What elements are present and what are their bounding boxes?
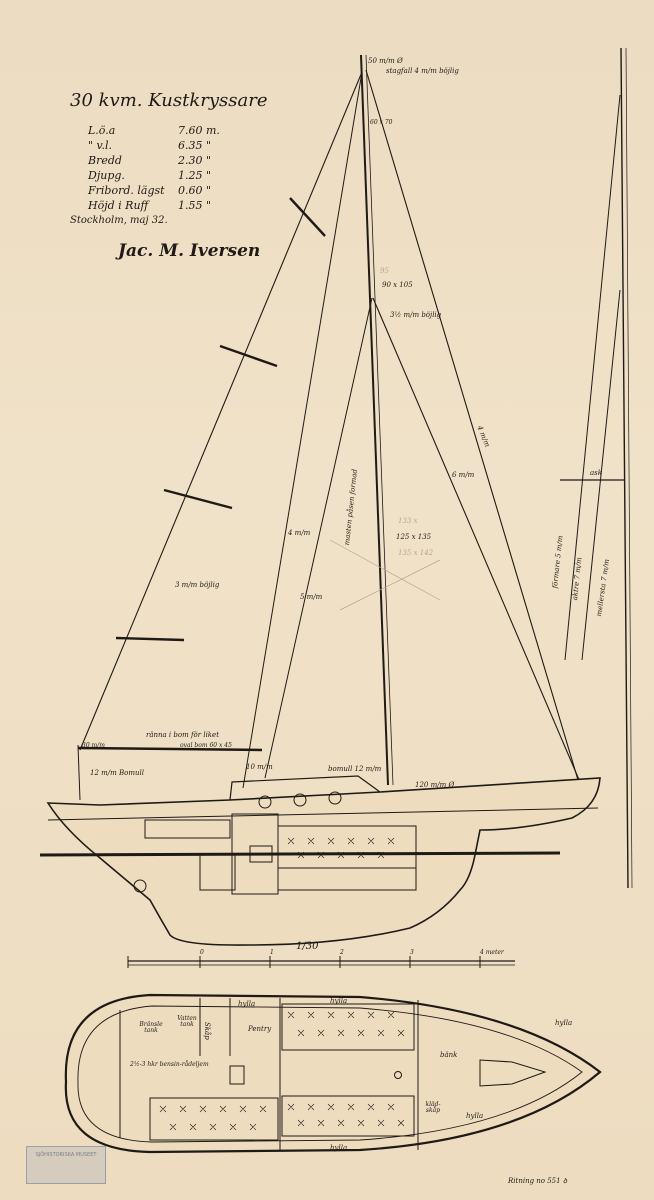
plan-mast-step [394,1071,402,1079]
deckhouse [229,775,381,801]
spec-label: Höjd i Ruff [88,199,149,212]
plan-label-bransle: Bränsle tank [139,1021,163,1034]
scale-tick-label: 1 [270,949,274,956]
annotation-backstay: 6 m/m [452,471,475,479]
berth-hatching [159,837,405,1131]
hull-profile [46,777,601,946]
drawing-number: Ritning no 551 ꝺ [508,1177,568,1185]
annotation-pencil-2: 133 x [398,517,418,525]
annotation-bomull-right: bomull 12 m/m [328,765,382,773]
deck-plan-outline [64,993,602,1154]
annotation-boom-size: oval bom 60 x 45 [180,742,232,749]
annotation-main-sheet: 3 m/m böjlig [175,581,220,589]
plan-label-hylla: hylla [330,1144,348,1152]
stamp-text: SJÖHISTORISKA MUSEET [35,1152,97,1158]
mast [360,54,389,786]
spec-label: Djupg. [88,169,125,182]
scale-label: 1/30 [296,941,319,952]
scale-tick-label: 2 [340,949,344,956]
batten-1 [289,197,326,237]
cockpit-bench [144,819,231,839]
annotation-boom-text: ränna i bom för liket [146,731,220,739]
sheet-line [77,744,81,801]
galley-stove [249,845,273,863]
porthole-3 [328,791,342,805]
plan-label-hylla: hylla [555,1019,573,1027]
interior-berth-lower [277,867,417,891]
annotation-mast-low: 125 x 135 [396,533,432,541]
plan-berth-aft [149,1097,279,1141]
plan-label-vatten: Vatten tank [177,1015,197,1028]
spec-value: 1.25 " [178,169,212,182]
plan-label-bank: bänk [440,1051,458,1059]
plan-engine [229,1065,245,1085]
mast-aft [365,54,394,786]
plan-label-skap: Skåp [203,1022,211,1040]
sheer-line [47,807,599,821]
plan-label-pentry: Pentry [248,1025,272,1033]
museum-stamp: SJÖHISTORISKA MUSEET [26,1146,106,1184]
plan-forepeak [479,1059,547,1087]
spec-label: L.ö.a [88,124,116,137]
batten-4 [115,636,185,642]
propeller [133,879,147,893]
annotation-hounds: 3½ m/m böjlig [390,311,442,319]
porthole-1 [258,795,272,809]
spec-value: 7.60 m. [178,124,220,137]
backstay [365,69,579,781]
annotation-cockpit: 10 m/m [246,763,273,771]
plan-berth-stbd [281,1095,415,1137]
pencil-line-2 [339,559,441,611]
plan-berth-port [281,1003,415,1051]
inner-stay [264,297,373,779]
spec-value: 0.60 " [178,184,212,197]
annotation-mast-mid: 90 x 105 [382,281,413,289]
spec-label: " v.l. [88,139,112,152]
annotation-leech-5: 5 m/m [300,593,323,601]
mainsail-leech [372,297,581,783]
jib-leech [242,71,363,789]
place-date: Stockholm, maj 32. [70,215,168,226]
spec-value: 6.35 " [178,139,212,152]
scale-tick-label: 3 [410,949,414,956]
engine-box [199,854,236,891]
drawing-title: 30 kvm. Kustkryssare [70,90,268,111]
spec-label: Fribord. lägst [88,184,165,197]
spare-mast-line [620,47,629,889]
spec-value: 1.55 " [178,199,212,212]
plan-label-klad: kläd- skåp [425,1101,441,1114]
plan-label-hylla: hylla [238,1000,256,1008]
deck-plan-inner [77,1005,583,1143]
spare-stay-2 [581,289,621,661]
plan-label-hylla: hylla [330,997,348,1005]
annotation-spreader: ask [590,469,603,477]
plan-label-hylla: hylla [466,1112,484,1120]
annotation-forestay: stagfall 4 m/m böjlig [386,67,459,75]
annotation-pencil-3: 135 x 142 [398,549,434,557]
annotation-leech-4: 4 m/m [288,529,311,537]
spare-stay-1 [564,94,621,661]
spec-label: Bredd [88,154,122,167]
annotation-mast-foot: 120 m/m Ø [415,781,455,789]
annotation-boom-left: 30 m/m [82,742,105,749]
spare-mast-line-inner [625,47,633,889]
batten-3 [163,488,233,510]
annotation-bomull-left: 12 m/m Bomull [90,769,144,777]
annotation-pencil-1: 95 [380,267,389,275]
annotation-mast-top: 60 x 70 [370,119,393,126]
porthole-2 [293,793,307,807]
pencil-line-1 [329,539,441,601]
jib-luff [79,71,363,751]
batten-2 [219,344,278,368]
scale-tick-label: 0 [200,949,204,956]
spec-value: 2.30 " [178,154,212,167]
annotation-top-size: 50 m/m Ø [368,57,403,65]
scale-tick-label: 4 meter [480,949,504,956]
boom [77,746,263,752]
plan-label-motor: 2½-3 hkr bensin-rådeljem [130,1061,209,1068]
designer-signature: Jac. M. Iversen [118,241,261,261]
